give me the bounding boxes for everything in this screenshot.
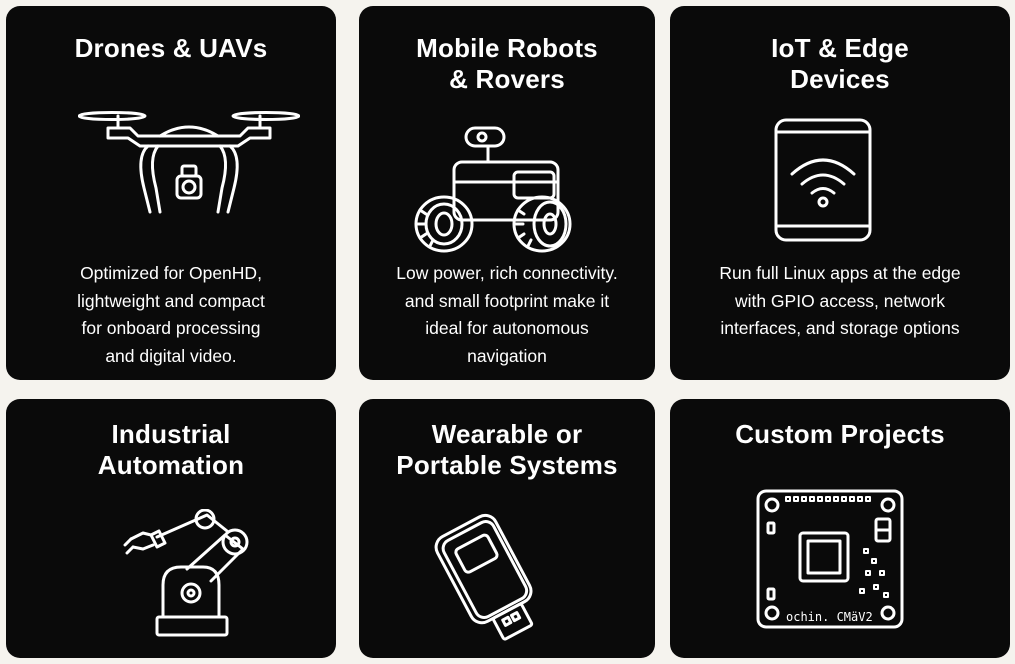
robot-arm-icon	[119, 509, 255, 639]
tablet-wifi-icon	[774, 118, 872, 244]
card-title: Mobile Robots & Rovers	[416, 33, 598, 94]
card-industrial-automation: Industrial Automation	[6, 399, 336, 658]
board-label: ochin. CMäV2	[786, 610, 873, 624]
card-title: Wearable or Portable Systems	[396, 419, 618, 480]
rover-robot-icon	[414, 124, 586, 254]
card-title: Custom Projects	[735, 419, 945, 449]
card-mobile-robots-rovers: Mobile Robots & Rovers Low power, rich c…	[359, 6, 655, 380]
card-title: Industrial Automation	[97, 419, 245, 480]
card-description: Run full Linux apps at the edge with GPI…	[719, 263, 961, 338]
drone-icon	[78, 106, 300, 216]
card-iot-edge-devices: IoT & Edge Devices Run full Linux apps a…	[670, 6, 1010, 380]
card-description: Low power, rich connectivity. and small …	[396, 263, 618, 366]
card-description: Optimized for OpenHD, lightweight and co…	[77, 263, 265, 366]
card-custom-projects: Custom Projects	[670, 399, 1010, 658]
card-title: Drones & UAVs	[74, 33, 268, 63]
usb-device-icon	[433, 511, 547, 643]
card-drones-uavs: Drones & UAVs Optimized for OpenHD, ligh…	[6, 6, 336, 380]
card-title: IoT & Edge Devices	[771, 33, 909, 94]
circuit-board-icon: ochin. CMäV2	[756, 489, 904, 631]
card-wearable-portable-systems: Wearable or Portable Systems	[359, 399, 655, 658]
